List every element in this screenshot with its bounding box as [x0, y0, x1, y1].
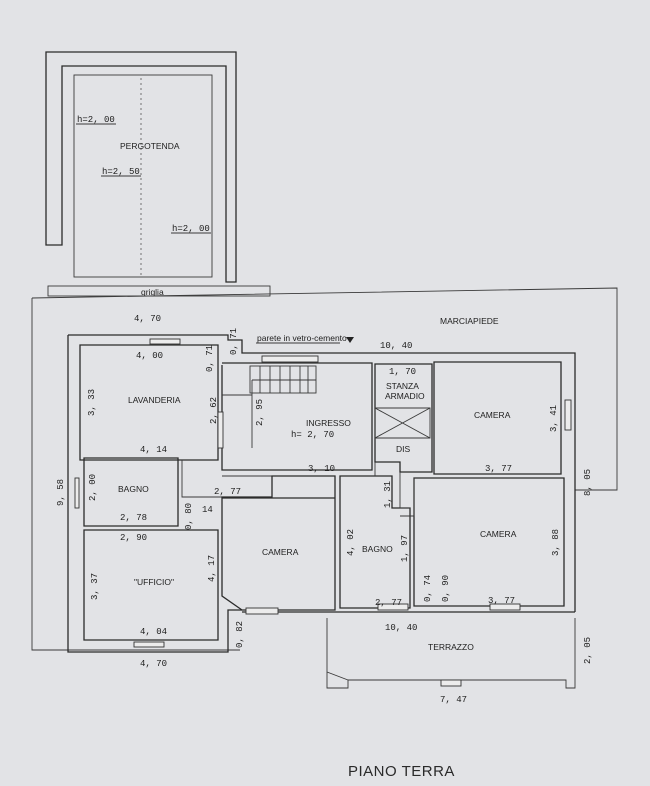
room-office: "UFFICIO" [134, 577, 174, 587]
terrace [326, 618, 576, 689]
dim-laundry-height: 3, 33 [87, 389, 97, 416]
dim-laundry-right: 2, 62 [209, 397, 219, 424]
sidewalk-outline: MARCIAPIEDE [31, 287, 618, 651]
dim-stair-height: 2, 95 [255, 399, 265, 426]
room-wardrobe-1: STANZA [386, 381, 419, 391]
pergola-height-3: h=2, 00 [172, 224, 210, 234]
dim-office-right: 4, 17 [207, 555, 217, 582]
dim-terrace-width: 7, 47 [440, 695, 467, 705]
dim-bed-ne-height: 3, 41 [549, 405, 559, 432]
dim-laundry-bottom: 4, 14 [140, 445, 167, 455]
room-laundry: LAVANDERIA [128, 395, 181, 405]
dim-131: 1, 31 [383, 481, 393, 508]
dim-bath-left-height: 2, 00 [88, 474, 98, 501]
dim-bath-center-height: 4, 02 [346, 529, 356, 556]
dim-overall-bottom: 10, 40 [385, 623, 417, 633]
dim-277a: 2, 77 [214, 487, 241, 497]
dim-entrance-width: 3, 10 [308, 464, 335, 474]
room-bedroom-ne: CAMERA [474, 410, 511, 420]
room-bedroom-center: CAMERA [262, 547, 299, 557]
dim-bed-ne-width: 3, 77 [485, 464, 512, 474]
room-bath-center: BAGNO [362, 544, 393, 554]
dim-bottom-width: 4, 70 [140, 659, 167, 669]
dim-overall-left: 9, 58 [56, 479, 66, 506]
dim-bath-left-width: 2, 78 [120, 513, 147, 523]
dim-terrace-height: 2, 05 [583, 637, 593, 664]
dim-bed-se-height: 3, 88 [551, 529, 561, 556]
dim-overall-right: 8, 05 [583, 469, 593, 496]
dim-bed-se-width: 3, 77 [488, 596, 515, 606]
entry-arrow-icon [346, 337, 354, 343]
dim-overall-top: 10, 40 [380, 341, 412, 351]
dim-170: 1, 70 [389, 367, 416, 377]
dim-090: 0, 90 [441, 575, 451, 602]
pergola-height-1: h=2, 00 [77, 115, 115, 125]
dim-071b: 0, 71 [229, 328, 239, 355]
pergola: h=2, 00 h=2, 50 h=2, 00 PERGOTENDA grigl… [45, 51, 271, 297]
page-title: PIANO TERRA [348, 763, 455, 780]
pergola-height-2: h=2, 50 [102, 167, 140, 177]
room-labels: LAVANDERIA BAGNO "UFFICIO" INGRESSO h= 2… [118, 333, 517, 652]
dimensions: 4, 70 4, 00 4, 14 10, 40 1, 70 3, 10 3, … [120, 314, 515, 705]
dim-071a: 0, 71 [205, 345, 215, 372]
pergola-label: PERGOTENDA [120, 141, 180, 151]
room-wardrobe-2: ARMADIO [385, 391, 425, 401]
dim-197: 1, 97 [400, 535, 410, 562]
dim-074: 0, 74 [423, 575, 433, 602]
grate-label: griglia [141, 287, 164, 297]
dimensions-vertical: 3, 33 2, 62 0, 71 0, 71 2, 95 3, 41 8, 0… [56, 328, 593, 664]
dim-office-top: 2, 90 [120, 533, 147, 543]
glass-wall-note: parete in vetro-cemento [257, 333, 347, 343]
room-entrance: INGRESSO [306, 418, 351, 428]
room-entrance-height: h= 2, 70 [291, 430, 334, 440]
dim-office-height: 3, 37 [90, 573, 100, 600]
room-bedroom-se: CAMERA [480, 529, 517, 539]
windows [74, 338, 572, 648]
staircase [222, 355, 319, 448]
room-terrace: TERRAZZO [428, 642, 474, 652]
dim-laundry-top: 4, 00 [136, 351, 163, 361]
dim-082: 0, 82 [235, 621, 245, 648]
sidewalk-label: MARCIAPIEDE [440, 316, 499, 326]
room-dis: DIS [396, 444, 411, 454]
dim-office-bottom: 4, 04 [140, 627, 167, 637]
dim-080: 0, 80 [184, 503, 194, 530]
dim-14: 14 [202, 505, 213, 515]
dim-top-width: 4, 70 [134, 314, 161, 324]
dim-277b: 2, 77 [375, 598, 402, 608]
room-bath-left: BAGNO [118, 484, 149, 494]
